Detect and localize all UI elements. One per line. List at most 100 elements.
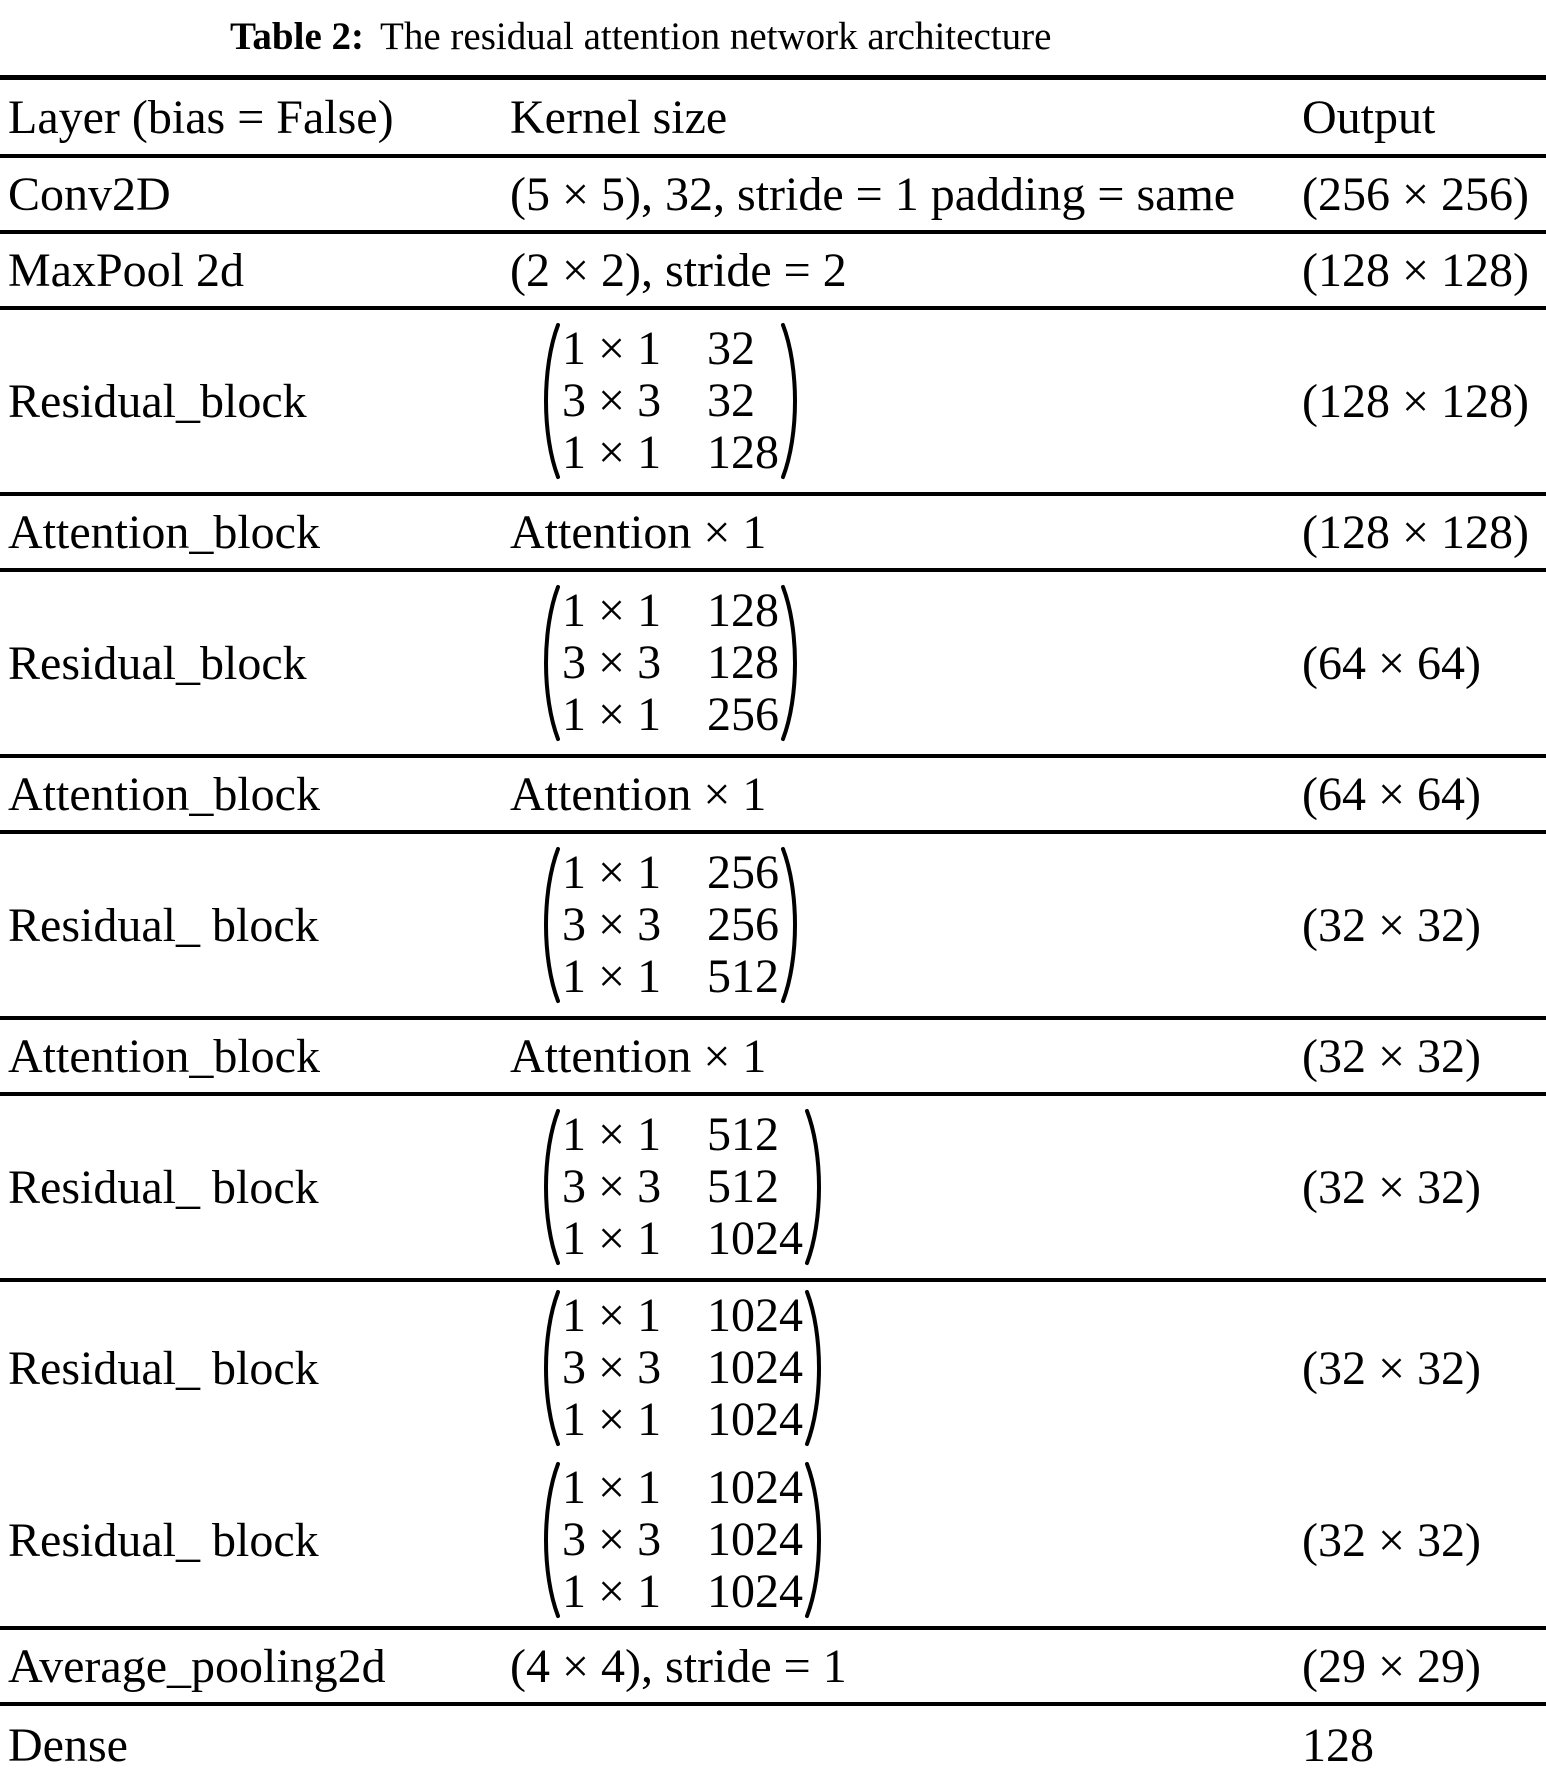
layer-cell: Attention_block [0,756,510,834]
matrix-dims: 1 × 1 [562,1108,662,1161]
output-cell: (64 × 64) [1300,570,1546,758]
matrix-dims: 3 × 3 [562,898,662,951]
matrix-dims: 1 × 1 [562,1565,662,1618]
matrix-dims: 3 × 3 [562,1341,662,1394]
header-row: Layer (bias = False) Kernel size Output [0,77,1546,158]
layer-cell: Residual_ block [0,832,510,1020]
layer-cell: Residual_ block [0,1094,510,1282]
layer-cell: Residual_block [0,308,510,496]
kernel-cell: (2 × 2), stride = 2 [510,232,1300,310]
output-cell: (32 × 32) [1300,1454,1546,1630]
layer-cell: Attention_block [0,1018,510,1096]
column-header-layer: Layer (bias = False) [0,77,510,158]
matrix-dims: 1 × 1 [562,584,662,637]
caption-label: Table 2: [230,15,365,58]
kernel-cell: (4 × 4), stride = 1 [510,1628,1300,1706]
layer-cell: Average_pooling2d [0,1628,510,1706]
kernel-cell: (5 × 5), 32, stride = 1 padding = same [510,156,1300,234]
caption-text: The residual attention network architect… [380,15,1052,58]
matrix-filters: 256 [707,846,779,899]
matrix-dims: 3 × 3 [562,374,662,427]
architecture-table: Layer (bias = False) Kernel size Output … [0,75,1546,1775]
output-cell: (32 × 32) [1300,832,1546,1020]
layer-cell: Attention_block [0,494,510,572]
kernel-cell: Attention × 1 [510,494,1300,572]
matrix-filters: 512 [707,1160,779,1213]
matrix-dims: 1 × 1 [562,688,662,741]
output-cell: (128 × 128) [1300,232,1546,310]
kernel-cell: Attention × 1 [510,756,1300,834]
matrix-dims: 1 × 1 [562,322,662,375]
matrix-filters: 256 [707,898,779,951]
matrix-filters: 128 [707,426,779,479]
matrix-filters: 1024 [707,1461,803,1514]
matrix-dims: 1 × 1 [562,1289,662,1342]
matrix-filters: 512 [707,1108,779,1161]
matrix-dims: 1 × 1 [562,846,662,899]
matrix-grid: 1 × 1 256 3 × 3 256 1 × 1 512 [562,847,779,1003]
matrix-dims: 1 × 1 [562,1212,662,1265]
matrix-filters: 1024 [707,1513,803,1566]
matrix-dims: 3 × 3 [562,1513,662,1566]
paren-left-icon [536,1287,562,1449]
matrix-filters: 512 [707,950,779,1003]
paren-right-icon [803,1106,829,1268]
table-row: MaxPool 2d(2 × 2), stride = 2(128 × 128) [0,232,1546,310]
paren-right-icon [779,582,805,744]
output-cell: (32 × 32) [1300,1018,1546,1096]
matrix-filters: 1024 [707,1341,803,1394]
output-cell: (64 × 64) [1300,756,1546,834]
layer-cell: Residual_ block [8,1341,319,1395]
column-header-kernel-size: Kernel size [510,77,1300,158]
matrix-filters: 128 [707,636,779,689]
matrix-filters: 32 [707,322,755,375]
output-cell: 128 [1300,1704,1546,1775]
table-row: Residual_ block 1 × 1 256 3 × 3 256 1 × 1 512 (… [0,832,1546,1020]
kernel-cell: Attention × 1 [510,1018,1300,1096]
table-body: Conv2D(5 × 5), 32, stride = 1 padding = … [0,156,1546,1775]
table-row: Average_pooling2d(4 × 4), stride = 1(29 … [0,1628,1546,1706]
matrix-dims: 1 × 1 [562,950,662,1003]
matrix-dims: 3 × 3 [562,636,662,689]
paren-right-icon [803,1459,829,1621]
matrix-filters: 1024 [707,1212,803,1265]
kernel-cell: 1 × 1 256 3 × 3 256 1 × 1 512 [510,832,1300,1020]
paren-left-icon [536,844,562,1006]
layer-cell: Residual_ block [0,1454,510,1630]
column-header-output: Output [1300,77,1546,158]
output-cell: (32 × 32) [1300,1094,1546,1282]
paren-right-icon [803,1287,829,1449]
matrix-dims: 1 × 1 [562,1393,662,1446]
layer-cell: Conv2D [0,156,510,234]
layer-cell: Residual_block [0,570,510,758]
table-row: Conv2D(5 × 5), 32, stride = 1 padding = … [0,156,1546,234]
output-cell: (256 × 256) [1300,156,1546,234]
paren-left-icon [536,582,562,744]
kernel-cell [510,1704,1300,1775]
output-cell: (128 × 128) [1300,494,1546,572]
kernel-matrix: 1 × 1 256 3 × 3 256 1 × 1 512 [536,844,1299,1006]
paren-right-icon [779,320,805,482]
matrix-filters: 1024 [707,1289,803,1342]
matrix-filters: 256 [707,688,779,741]
paren-right-icon [779,844,805,1006]
matrix-dims: 1 × 1 [562,1461,662,1514]
paren-left-icon [536,320,562,482]
